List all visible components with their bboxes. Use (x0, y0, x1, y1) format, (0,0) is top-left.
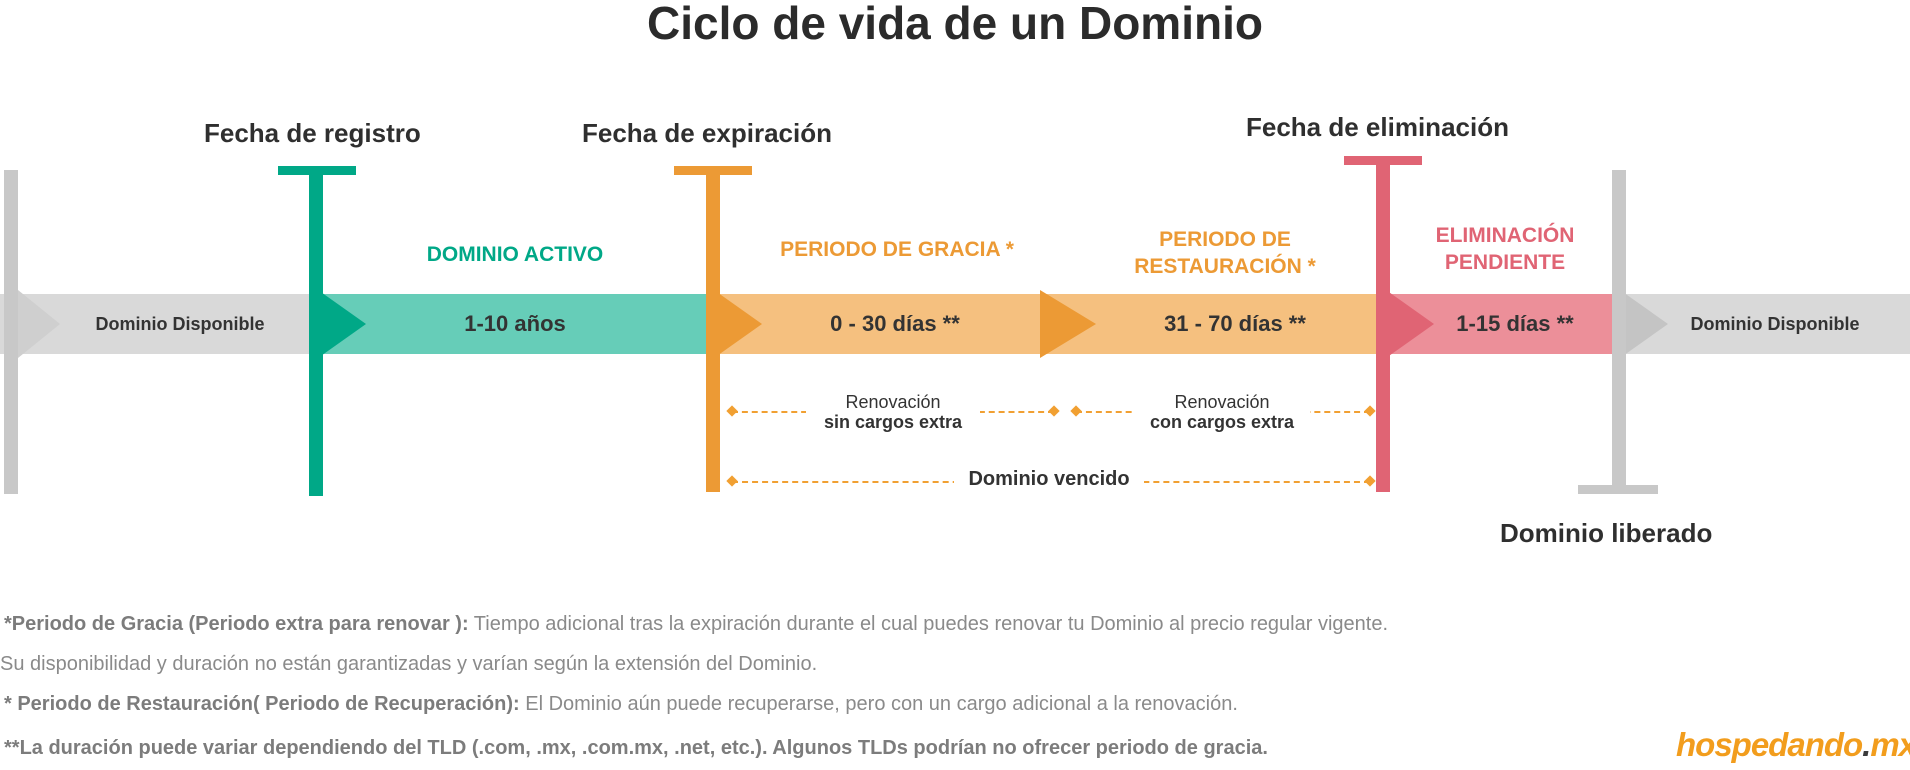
segment-activo (310, 294, 706, 354)
diamond-icon (1364, 475, 1376, 487)
segment-text-gracia: 0 - 30 días ** (830, 311, 960, 336)
segment-text-eliminacion: 1-15 días ** (1456, 311, 1574, 336)
segment-text-restauracion: 31 - 70 días ** (1164, 311, 1306, 336)
diamond-icon (1364, 405, 1376, 417)
phase-label-eliminacion-line2: PENDIENTE (1444, 251, 1566, 274)
note-gracia: *Periodo de Gracia (Periodo extra para r… (4, 613, 1388, 636)
annotation-renov-sin: Renovación sin cargos extra (806, 392, 980, 432)
phase-label-restauracion-line1: PERIODO DE (1159, 228, 1291, 251)
phase-label-restauracion: PERIODO DE RESTAURACIÓN * (1100, 226, 1350, 280)
note-tld: **La duración puede variar dependiendo d… (4, 737, 1268, 760)
brand-name: hospedando (1676, 726, 1863, 763)
note-gracia-label: *Periodo de Gracia (Periodo extra para r… (4, 613, 469, 635)
diagram-title: Ciclo de vida de un Dominio (647, 0, 1263, 49)
note-gracia-text2: Su disponibilidad y duración no están ga… (0, 653, 818, 675)
marker-post-expiracion (706, 166, 720, 492)
annotation-renov-con-line2: con cargos extra (1134, 412, 1310, 432)
phase-label-activo: DOMINIO ACTIVO (426, 243, 604, 266)
phase-label-restauracion-line2: RESTAURACIÓN * (1134, 255, 1316, 278)
brand-logo: hospedando.mx® (1676, 726, 1910, 764)
annotation-renov-con: Renovación con cargos extra (1134, 392, 1310, 432)
marker-post-eliminacion (1376, 156, 1390, 492)
segment-text-activo: 1-10 años (464, 311, 566, 336)
arrow-chevron-icon (1620, 290, 1668, 358)
marker-post-start (4, 170, 18, 494)
marker-label-eliminacion: Fecha de eliminación (1246, 112, 1509, 142)
marker-label-liberado: Dominio liberado (1500, 518, 1713, 548)
arrow-chevron-icon (714, 290, 762, 358)
arrow-chevron-icon (318, 290, 366, 358)
note-gracia-text: Tiempo adicional tras la expiración dura… (468, 613, 1389, 635)
arrow-chevron-icon (1040, 290, 1096, 358)
marker-label-expiracion: Fecha de expiración (582, 118, 832, 148)
brand-tld: mx (1870, 726, 1910, 763)
marker-label-registro: Fecha de registro (204, 118, 421, 148)
diamond-icon (1070, 405, 1082, 417)
annotation-renov-sin-line1: Renovación (845, 392, 941, 412)
diamond-icon (726, 405, 738, 417)
marker-post-liberado (1612, 170, 1626, 490)
phase-label-eliminacion-line1: ELIMINACIÓN (1435, 224, 1575, 247)
segment-text-disponible-right: Dominio Disponible (1690, 314, 1860, 334)
annotation-renov-sin-line2: sin cargos extra (806, 412, 980, 432)
arrow-chevron-icon (18, 290, 60, 358)
annotation-renov-sin-bold: sin cargos extra (823, 412, 963, 432)
annotation-renov-con-line1: Renovación (1174, 392, 1270, 412)
note-tld-text: **La duración puede variar dependiendo d… (4, 737, 1268, 759)
phase-label-gracia: PERIODO DE GRACIA * (780, 238, 1014, 261)
brand-dot: . (1862, 726, 1871, 763)
note-restauracion-text: El Dominio aún puede recuperarse, pero c… (519, 693, 1238, 715)
diamond-icon (1048, 405, 1060, 417)
marker-base-liberado (1578, 485, 1658, 494)
note-restauracion-label: * Periodo de Restauración( Periodo de Re… (4, 693, 520, 715)
annotation-renov-con-bold: con cargos extra (1149, 412, 1295, 432)
annotation-vencido: Dominio vencido (954, 469, 1144, 489)
note-restauracion: * Periodo de Restauración( Periodo de Re… (4, 693, 1238, 716)
marker-post-registro (309, 166, 323, 496)
phase-label-eliminacion: ELIMINACIÓN PENDIENTE (1400, 222, 1610, 276)
arrow-chevron-icon (1386, 290, 1434, 358)
segment-text-disponible-left: Dominio Disponible (95, 314, 265, 334)
diamond-icon (726, 475, 738, 487)
